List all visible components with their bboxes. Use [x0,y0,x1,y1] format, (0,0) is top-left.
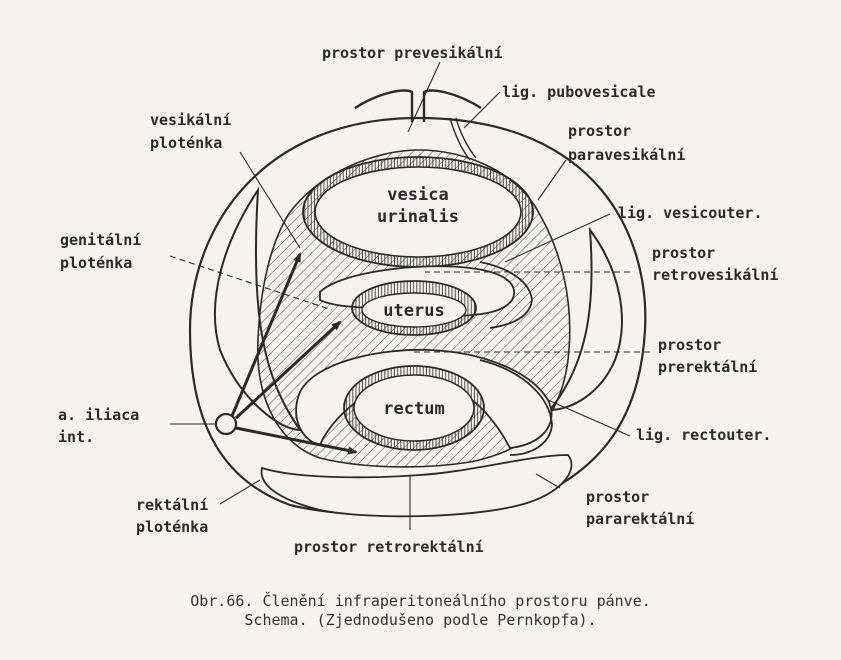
pubovesical-ligament [449,117,477,161]
bladder-lumen [314,166,522,258]
label-pararectal-space-2: pararektální [586,510,694,528]
label-vesicouterine-ligament: lig. vesicouter. [618,204,763,222]
arrow-to-vesical-plate [230,252,302,417]
label-genital-plate-1: genitální [60,231,141,249]
organ-label-uterus: uterus [383,301,444,321]
label-prevesical-space: prostor prevesikální [322,44,503,62]
prerectal-space [295,348,553,449]
figure-caption-line-1: Obr.66. Členění infraperitoneálního pros… [190,592,651,610]
uterus-lumen [361,292,467,328]
retrorectal-space [260,454,573,518]
arrow-to-rectal-plate [235,426,358,455]
pubic-symphysis [354,89,482,122]
label-paravesical-space-2: paravesikální [568,146,685,164]
organ-label-vesica-2: urinalis [377,207,459,227]
label-pubovesical-ligament: lig. pubovesicale [502,83,656,101]
arrow-to-genital-plate [234,320,342,420]
iliac-artery-icon [214,412,238,436]
organ-label-rectum: rectum [383,399,444,419]
label-rectal-plate-1: rektální [136,496,208,514]
rectum-lumen [353,374,475,442]
label-retrovesical-space-2: retrovesikální [652,266,778,284]
vesicouterine-ligament [479,261,533,329]
rectouterine-ligament [479,359,553,456]
label-paravesical-space-1: prostor [568,122,631,140]
label-prerectal-space-2: prerektální [658,358,757,376]
pelvis-diagram: prostor prevesikální lig. pubovesicale p… [58,44,778,556]
label-iliac-artery-1: a. iliaca [58,406,139,424]
label-pararectal-space-1: prostor [586,488,649,506]
label-vesical-plate-2: ploténka [150,134,222,152]
label-vesical-plate-1: vesikální [150,111,231,129]
label-prerectal-space-1: prostor [658,336,721,354]
label-retrovesical-space-1: prostor [652,244,715,262]
label-retrorectal-space: prostor retrorektální [294,538,484,556]
label-genital-plate-2: ploténka [60,254,132,272]
leader-lines [169,61,650,530]
figure-caption-line-2: Schema. (Zjednodušeno podle Pernkopfa). [244,611,597,629]
organ-label-vesica-1: vesica [387,185,448,205]
label-rectal-plate-2: ploténka [136,518,208,536]
right-lateral-space [547,226,623,412]
label-rectouterine-ligament: lig. rectouter. [636,426,771,444]
label-iliac-artery-2: int. [58,428,94,446]
